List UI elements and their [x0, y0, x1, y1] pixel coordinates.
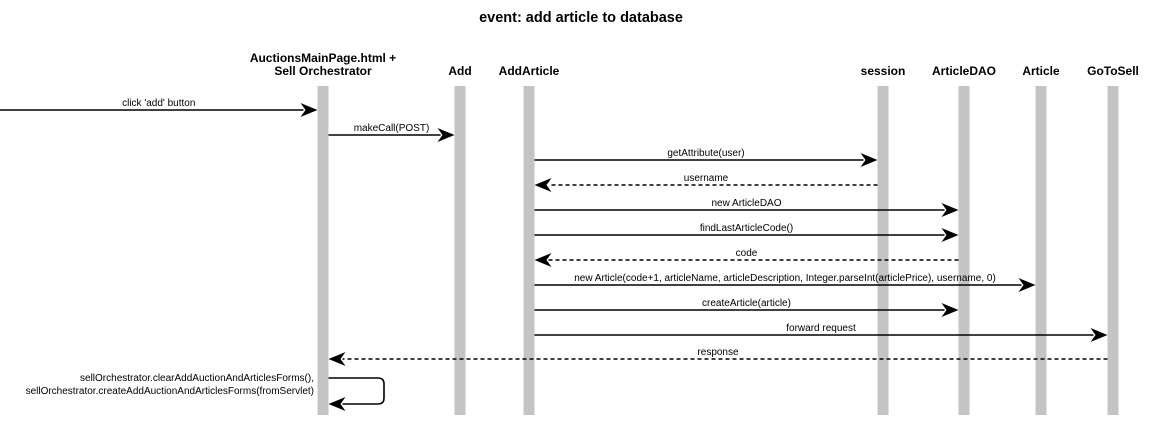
participant-main-label: AuctionsMainPage.html +: [250, 51, 396, 65]
self-call-label: sellOrchestrator.clearAddAuctionAndArtic…: [80, 373, 314, 384]
arrowhead-icon: [534, 253, 552, 267]
message-label: response: [697, 347, 739, 358]
message-label: makeCall(POST): [354, 123, 430, 134]
arrowhead-icon: [534, 178, 552, 192]
message-label: username: [684, 173, 729, 184]
message-label: new Article(code+1, articleName, article…: [574, 273, 996, 284]
participant-article-label: Article: [1022, 64, 1060, 78]
lifeline-session: [877, 86, 889, 415]
message-label: forward request: [786, 323, 856, 334]
message-arrow: createArticle(article): [534, 298, 959, 317]
self-call: sellOrchestrator.clearAddAuctionAndArtic…: [26, 373, 385, 411]
diagram-title: event: add article to database: [479, 10, 683, 26]
arrowhead-icon: [941, 303, 959, 317]
message-arrow: response: [328, 347, 1108, 366]
participant-session-label: session: [861, 64, 906, 78]
self-call-label: sellOrchestrator.createAddAuctionAndArti…: [26, 386, 314, 397]
message-arrow: new Article(code+1, articleName, article…: [534, 273, 1036, 292]
participant-articledao-label: ArticleDAO: [932, 64, 996, 78]
message-label: new ArticleDAO: [711, 198, 781, 209]
arrowhead-icon: [941, 203, 959, 217]
lifeline-add: [454, 86, 466, 415]
participant-main-label: Sell Orchestrator: [274, 64, 372, 78]
arrowhead-icon: [860, 153, 878, 167]
message-arrow: new ArticleDAO: [534, 198, 959, 217]
message-arrow: click 'add' button: [0, 98, 318, 117]
lifeline-articledao: [958, 86, 970, 415]
message-label: findLastArticleCode(): [700, 223, 793, 234]
message-arrow: username: [534, 173, 878, 192]
arrowhead-icon: [328, 352, 346, 366]
message-label: getAttribute(user): [667, 148, 744, 159]
self-call-line: [328, 377, 385, 405]
lifeline-article: [1035, 86, 1047, 415]
arrowhead-icon: [437, 128, 455, 142]
arrowhead-icon: [328, 397, 346, 411]
arrowhead-icon: [300, 103, 318, 117]
message-arrow: findLastArticleCode(): [534, 223, 959, 242]
message-arrow: makeCall(POST): [328, 123, 455, 142]
participant-add-label: Add: [448, 64, 471, 78]
message-arrow: forward request: [534, 323, 1108, 342]
lifeline-gotosell: [1107, 86, 1119, 415]
lifeline-main: [317, 86, 329, 415]
lifeline-addarticle: [523, 86, 535, 415]
participant-gotosell-label: GoToSell: [1087, 64, 1139, 78]
arrowhead-icon: [1090, 328, 1108, 342]
messages: click 'add' button makeCall(POST) getAttri…: [0, 98, 1108, 366]
message-label: createArticle(article): [702, 298, 791, 309]
participant-addarticle-label: AddArticle: [499, 64, 560, 78]
message-label: click 'add' button: [122, 98, 195, 109]
message-arrow: code: [534, 248, 959, 267]
message-label: code: [736, 248, 758, 259]
arrowhead-icon: [1018, 278, 1036, 292]
participants: AuctionsMainPage.html +Sell Orchestrator…: [250, 51, 1139, 415]
message-arrow: getAttribute(user): [534, 148, 878, 167]
arrowhead-icon: [941, 228, 959, 242]
